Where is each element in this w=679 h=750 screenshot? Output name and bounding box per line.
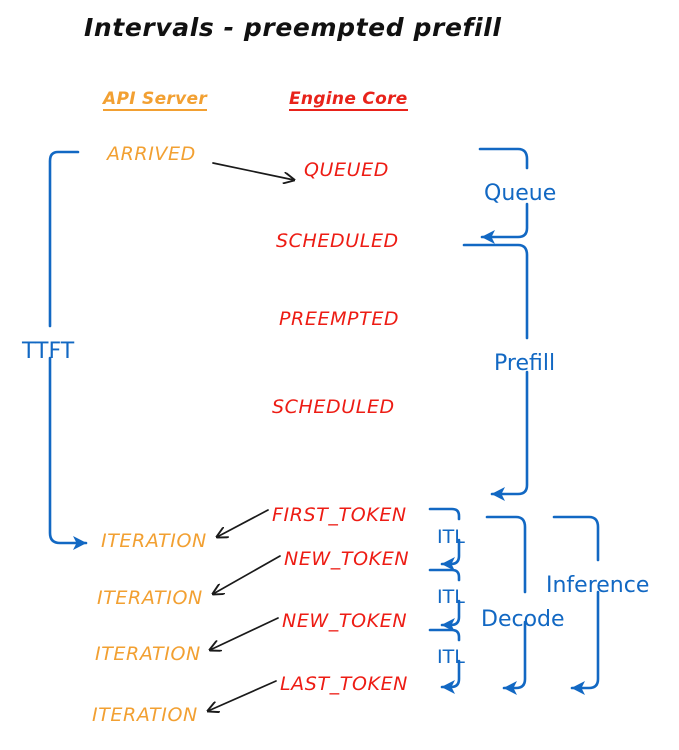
flow-arrow-first-token-to-iteration (217, 509, 269, 537)
api-state-arrived: ARRIVED (107, 143, 196, 165)
inference-bracket (552, 515, 600, 696)
engine-state-new-token-2: NEW_TOKEN (282, 610, 408, 632)
annotation-prefill: Prefill (494, 351, 556, 376)
engine-state-last-token: LAST_TOKEN (280, 673, 408, 695)
engine-state-new-token-1: NEW_TOKEN (284, 548, 410, 570)
annotation-itl-1: ITL (437, 526, 465, 548)
flow-arrow-last-token-to-iteration (208, 680, 277, 711)
annotation-itl-2: ITL (437, 586, 465, 608)
engine-state-queued: QUEUED (304, 159, 390, 181)
api-state-iteration-3: ITERATION (95, 643, 201, 665)
api-state-iteration-4: ITERATION (92, 704, 198, 726)
annotation-inference: Inference (546, 573, 650, 598)
engine-state-scheduled-2: SCHEDULED (272, 396, 395, 418)
column-header-engine-core: Engine Core (289, 89, 408, 111)
engine-state-preempted: PREEMPTED (279, 308, 400, 330)
flow-arrow-new-token-to-iteration-1 (213, 555, 281, 594)
annotation-decode: Decode (481, 607, 565, 632)
annotation-itl-3: ITL (437, 646, 465, 668)
engine-state-first-token: FIRST_TOKEN (272, 504, 407, 526)
page-title: Intervals - preempted prefill (84, 13, 502, 42)
engine-state-scheduled-1: SCHEDULED (276, 230, 399, 252)
flow-arrow-new-token-to-iteration-2 (210, 617, 279, 650)
column-header-api-server: API Server (103, 89, 208, 111)
decode-bracket (485, 515, 527, 696)
flow-arrow-arrived-to-queued (212, 162, 294, 180)
api-state-iteration-2: ITERATION (97, 587, 203, 609)
api-state-iteration-1: ITERATION (101, 530, 207, 552)
annotation-ttft: TTFT (22, 339, 75, 364)
annotation-queue: Queue (484, 181, 557, 206)
